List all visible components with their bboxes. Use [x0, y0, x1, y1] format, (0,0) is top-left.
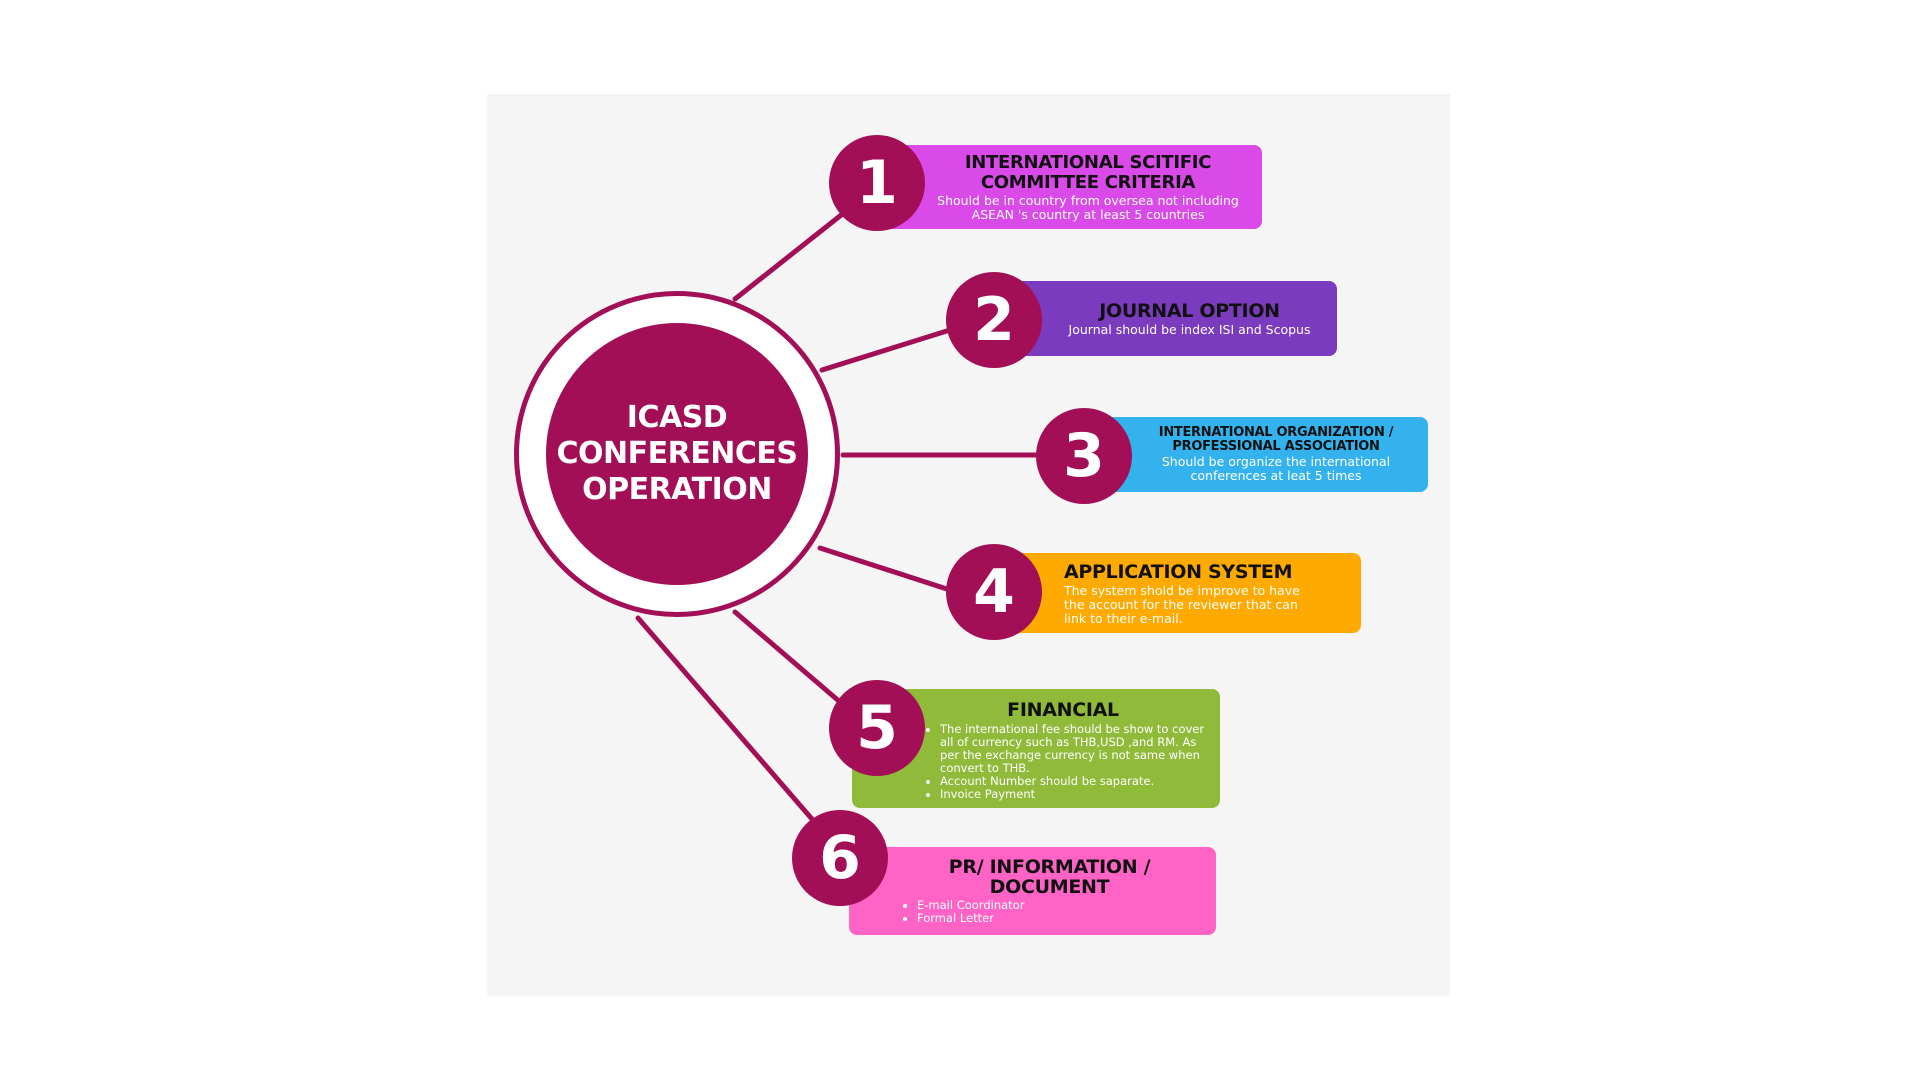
item-6-title: PR/ INFORMATION / DOCUMENT [948, 856, 1151, 898]
item-4-number: 4 [973, 557, 1015, 627]
item-1-number: 1 [856, 148, 898, 218]
item-1-description: Should be in country from oversea not in… [937, 192, 1239, 222]
item-5-number: 5 [856, 693, 898, 763]
item-4-number-circle: 4 [946, 544, 1042, 640]
hub-circle: ICASD CONFERENCES OPERATION [546, 323, 808, 585]
item-3-description: Should be organize the international con… [1161, 454, 1391, 483]
hub-title-line-1: ICASD [626, 400, 728, 435]
item-4-description: The system shold be improve to have the … [1064, 582, 1300, 626]
item-1-box: INTERNATIONAL SCITIFIC COMMITTEE CRITERI… [880, 145, 1262, 229]
item-6-number: 6 [819, 823, 861, 893]
hub-title-line-2: CONFERENCES [556, 436, 798, 471]
item-5-bullet-1: The international fee should be show to … [940, 722, 1206, 775]
item-5-bullet-list: The international fee should be show to … [920, 722, 1206, 801]
item-6-bullet-2: Formal Letter [917, 912, 1202, 925]
item-5-bullet-3: Invoice Payment [940, 787, 1206, 801]
item-4-title: APPLICATION SYSTEM [1064, 560, 1293, 583]
connector-2 [819, 327, 953, 373]
item-1-number-circle: 1 [829, 135, 925, 231]
item-4-box: APPLICATION SYSTEM The system shold be i… [996, 553, 1361, 633]
item-2-number: 2 [973, 285, 1015, 355]
item-3-box: INTERNATIONAL ORGANIZATION / PROFESSIONA… [1088, 417, 1428, 492]
connector-6 [635, 615, 821, 829]
item-2-number-circle: 2 [946, 272, 1042, 368]
item-2-box: JOURNAL OPTION Journal should be index I… [996, 281, 1337, 356]
item-2-title: JOURNAL OPTION [1099, 300, 1280, 322]
item-3-number: 3 [1063, 421, 1105, 491]
item-6-bullet-1: E-mail Coordinator [917, 899, 1202, 912]
item-6-number-circle: 6 [792, 810, 888, 906]
item-6-bullet-list: E-mail Coordinator Formal Letter [897, 899, 1202, 925]
item-5-title: FINANCIAL [1007, 698, 1119, 721]
connector-5 [732, 609, 843, 705]
item-3-number-circle: 3 [1036, 408, 1132, 504]
item-6-box: PR/ INFORMATION / DOCUMENT E-mail Coordi… [849, 847, 1216, 935]
hub-title-line-3: OPERATION [582, 472, 772, 507]
item-1-title: INTERNATIONAL SCITIFIC COMMITTEE CRITERI… [964, 151, 1212, 193]
connector-4 [817, 545, 953, 593]
item-2-description: Journal should be index ISI and Scopus [1068, 322, 1311, 337]
item-3-title: INTERNATIONAL ORGANIZATION / PROFESSIONA… [1158, 425, 1394, 454]
item-5-number-circle: 5 [829, 680, 925, 776]
connector-1 [732, 209, 848, 302]
item-5-bullet-2: Account Number should be saparate. [940, 774, 1206, 788]
